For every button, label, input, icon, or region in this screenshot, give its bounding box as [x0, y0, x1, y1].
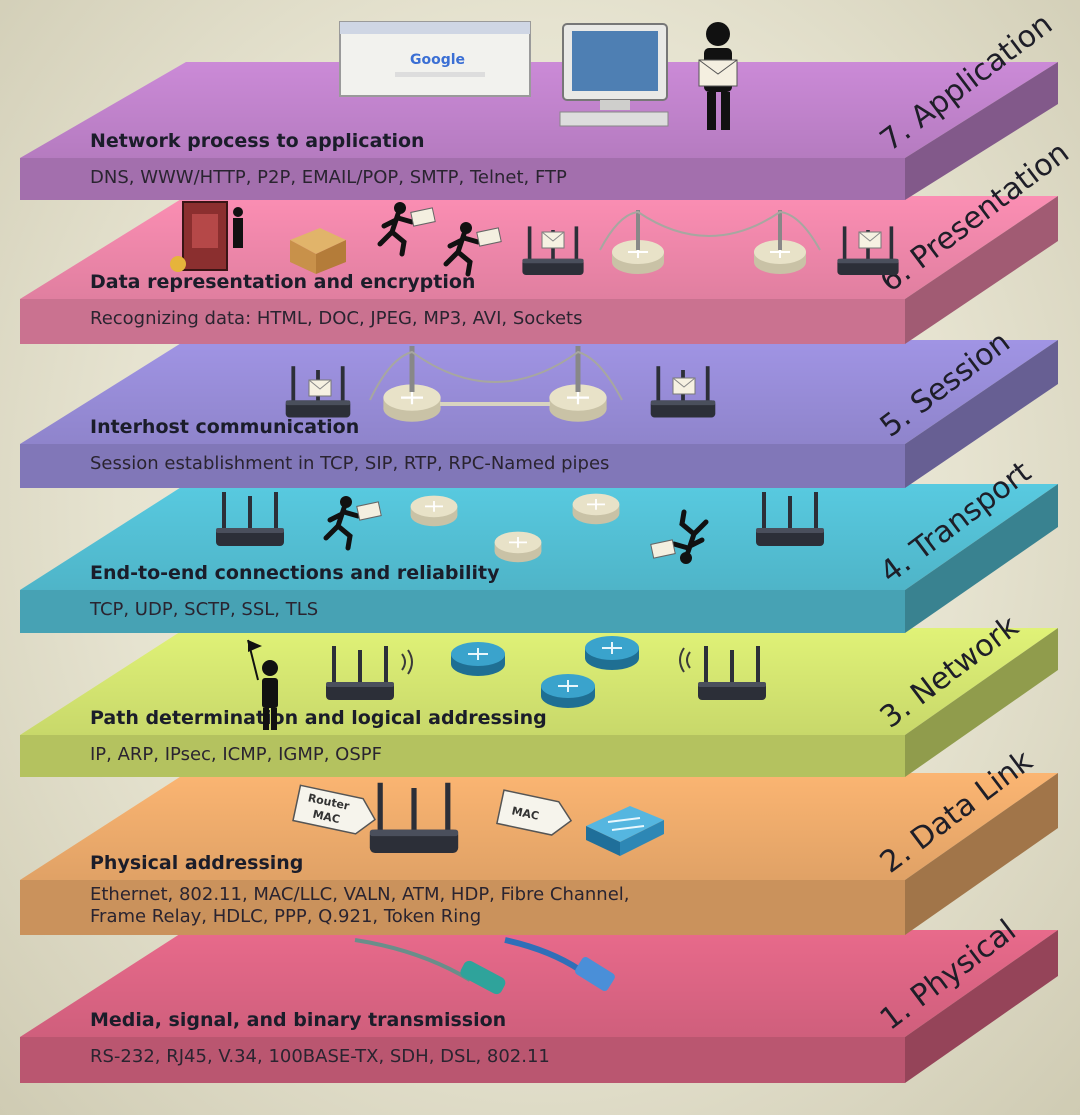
blue-hub-icon [584, 635, 640, 671]
wifi-signal-icon [679, 647, 691, 673]
layer-front-face [20, 735, 905, 777]
note-icon [308, 379, 332, 397]
layer-front-face [20, 590, 905, 633]
box-icon [290, 228, 346, 274]
layer-6: Data representation and encryptionRecogn… [20, 135, 1076, 344]
layer-description: Data representation and encryption [90, 271, 475, 293]
layer-front-face [20, 1037, 905, 1083]
blue-hub-icon [540, 673, 596, 709]
bridge-icon [599, 210, 821, 251]
layer-top-shade [20, 930, 1058, 1037]
layer-protocols: RS-232, RJ45, V.34, 100BASE-TX, SDH, DSL… [90, 1046, 550, 1067]
layer-description: Network process to application [90, 130, 425, 152]
layer-protocols: TCP, UDP, SCTP, SSL, TLS [89, 599, 318, 620]
layer-side-face [905, 484, 1058, 633]
layer-4: End-to-end connections and reliabilityTC… [20, 455, 1058, 633]
layer-top-shade [20, 628, 1058, 735]
fiber-cable-icon [354, 938, 506, 995]
layer-protocols: Session establishment in TCP, SIP, RTP, … [90, 453, 609, 474]
layer-protocols: DNS, WWW/HTTP, P2P, EMAIL/POP, SMTP, Tel… [90, 167, 567, 188]
hub-icon [571, 492, 621, 526]
layer-front-face [20, 158, 905, 200]
note-icon [672, 377, 696, 395]
browser-window-icon: Google [339, 21, 531, 97]
layer-front-face [20, 444, 905, 488]
mac-tag-icon: MAC [496, 789, 573, 836]
layer-side-face [905, 773, 1058, 935]
layer-side-face [905, 628, 1058, 777]
ethernet-cable-icon [504, 937, 615, 992]
layer-description: Interhost communication [90, 416, 359, 438]
layer-top-shade [20, 62, 1058, 158]
layer-top-shade [20, 484, 1058, 590]
browser-logo: Google [410, 52, 465, 68]
layer-side-face [905, 930, 1058, 1083]
mac-tag-label: MAC [511, 804, 541, 822]
router-mac-tag-line-2: MAC [311, 808, 341, 826]
layer-1: Media, signal, and binary transmissionRS… [20, 913, 1058, 1083]
layer-top-shade [20, 340, 1058, 444]
layer-front-face [20, 299, 905, 344]
layer-protocols: Frame Relay, HDLC, PPP, Q.921, Token Rin… [90, 906, 481, 927]
layer-front-face [20, 880, 905, 935]
note-icon [541, 231, 565, 249]
computer-icon [559, 23, 669, 127]
blue-hub-icon [450, 641, 506, 677]
layer-description: Media, signal, and binary transmission [90, 1009, 506, 1031]
hub-icon [493, 530, 543, 564]
safe-icon [170, 201, 243, 272]
user-icon [698, 22, 738, 130]
layer-side-face [905, 62, 1058, 200]
layer-description: Physical addressing [90, 852, 303, 874]
network-switch-icon [586, 806, 664, 856]
layer-protocols: IP, ARP, IPsec, ICMP, IGMP, OSPF [90, 744, 382, 765]
layer-description: Path determination and logical addressin… [90, 707, 547, 729]
layer-protocols: Ethernet, 802.11, MAC/LLC, VALN, ATM, HD… [90, 884, 630, 905]
person-with-flag-icon [247, 639, 278, 730]
bridge-icon [369, 346, 623, 406]
layer-side-face [905, 340, 1058, 488]
layer-side-face [905, 196, 1058, 344]
layer-protocols: Recognizing data: HTML, DOC, JPEG, MP3, … [90, 308, 583, 329]
layer-description: End-to-end connections and reliability [90, 562, 500, 584]
note-icon [858, 231, 882, 249]
layer-3: Path determination and logical addressin… [20, 609, 1058, 777]
hub-icon [409, 494, 459, 528]
wifi-signal-icon [401, 649, 413, 675]
